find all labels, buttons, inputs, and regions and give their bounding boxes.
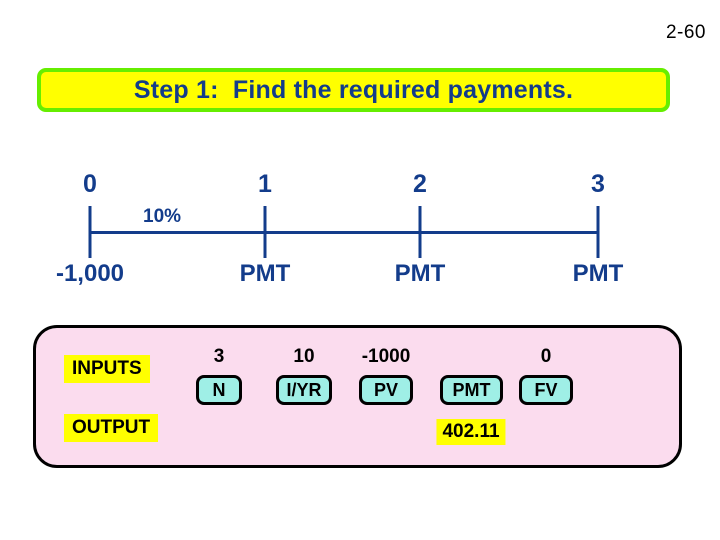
interest-rate-label: 10% bbox=[143, 206, 182, 227]
calc-value-fv: 0 bbox=[540, 346, 552, 367]
calc-key-pv[interactable]: PV bbox=[359, 375, 413, 405]
timeline-cashflow-0: -1,000 bbox=[55, 260, 125, 287]
calc-value-pv: -1000 bbox=[361, 346, 411, 367]
page-title: Step 1: Find the required payments. bbox=[133, 75, 574, 104]
cash-flow-timeline: 10% 0 1 2 3 -1,000 PMT PMT PMT bbox=[0, 150, 720, 300]
calc-key-fv[interactable]: FV bbox=[519, 375, 573, 405]
timeline-tick-1 bbox=[263, 206, 267, 258]
calc-key-n[interactable]: N bbox=[196, 375, 242, 405]
calc-value-i-yr: 10 bbox=[293, 346, 315, 367]
timeline-period-0: 0 bbox=[83, 170, 97, 198]
output-value: 402.11 bbox=[436, 419, 506, 445]
timeline-cashflow-3: PMT bbox=[572, 260, 624, 287]
timeline-cashflow-1: PMT bbox=[239, 260, 291, 287]
timeline-tick-3 bbox=[596, 206, 600, 258]
calc-key-pmt[interactable]: PMT bbox=[440, 375, 503, 405]
timeline-tick-0 bbox=[88, 206, 92, 258]
output-label: OUTPUT bbox=[64, 414, 159, 442]
timeline-axis bbox=[90, 231, 598, 234]
page-number: 2-60 bbox=[665, 22, 706, 43]
financial-calculator-panel: INPUTS OUTPUT bbox=[33, 325, 682, 468]
calc-key-i-yr[interactable]: I/YR bbox=[276, 375, 332, 405]
timeline-tick-2 bbox=[418, 206, 422, 258]
timeline-period-1: 1 bbox=[258, 170, 272, 198]
timeline-period-2: 2 bbox=[413, 170, 427, 198]
timeline-cashflow-2: PMT bbox=[394, 260, 446, 287]
timeline-period-3: 3 bbox=[591, 170, 605, 198]
inputs-label: INPUTS bbox=[64, 355, 150, 383]
calc-value-n: 3 bbox=[213, 346, 225, 367]
title-banner: Step 1: Find the required payments. bbox=[37, 68, 670, 112]
